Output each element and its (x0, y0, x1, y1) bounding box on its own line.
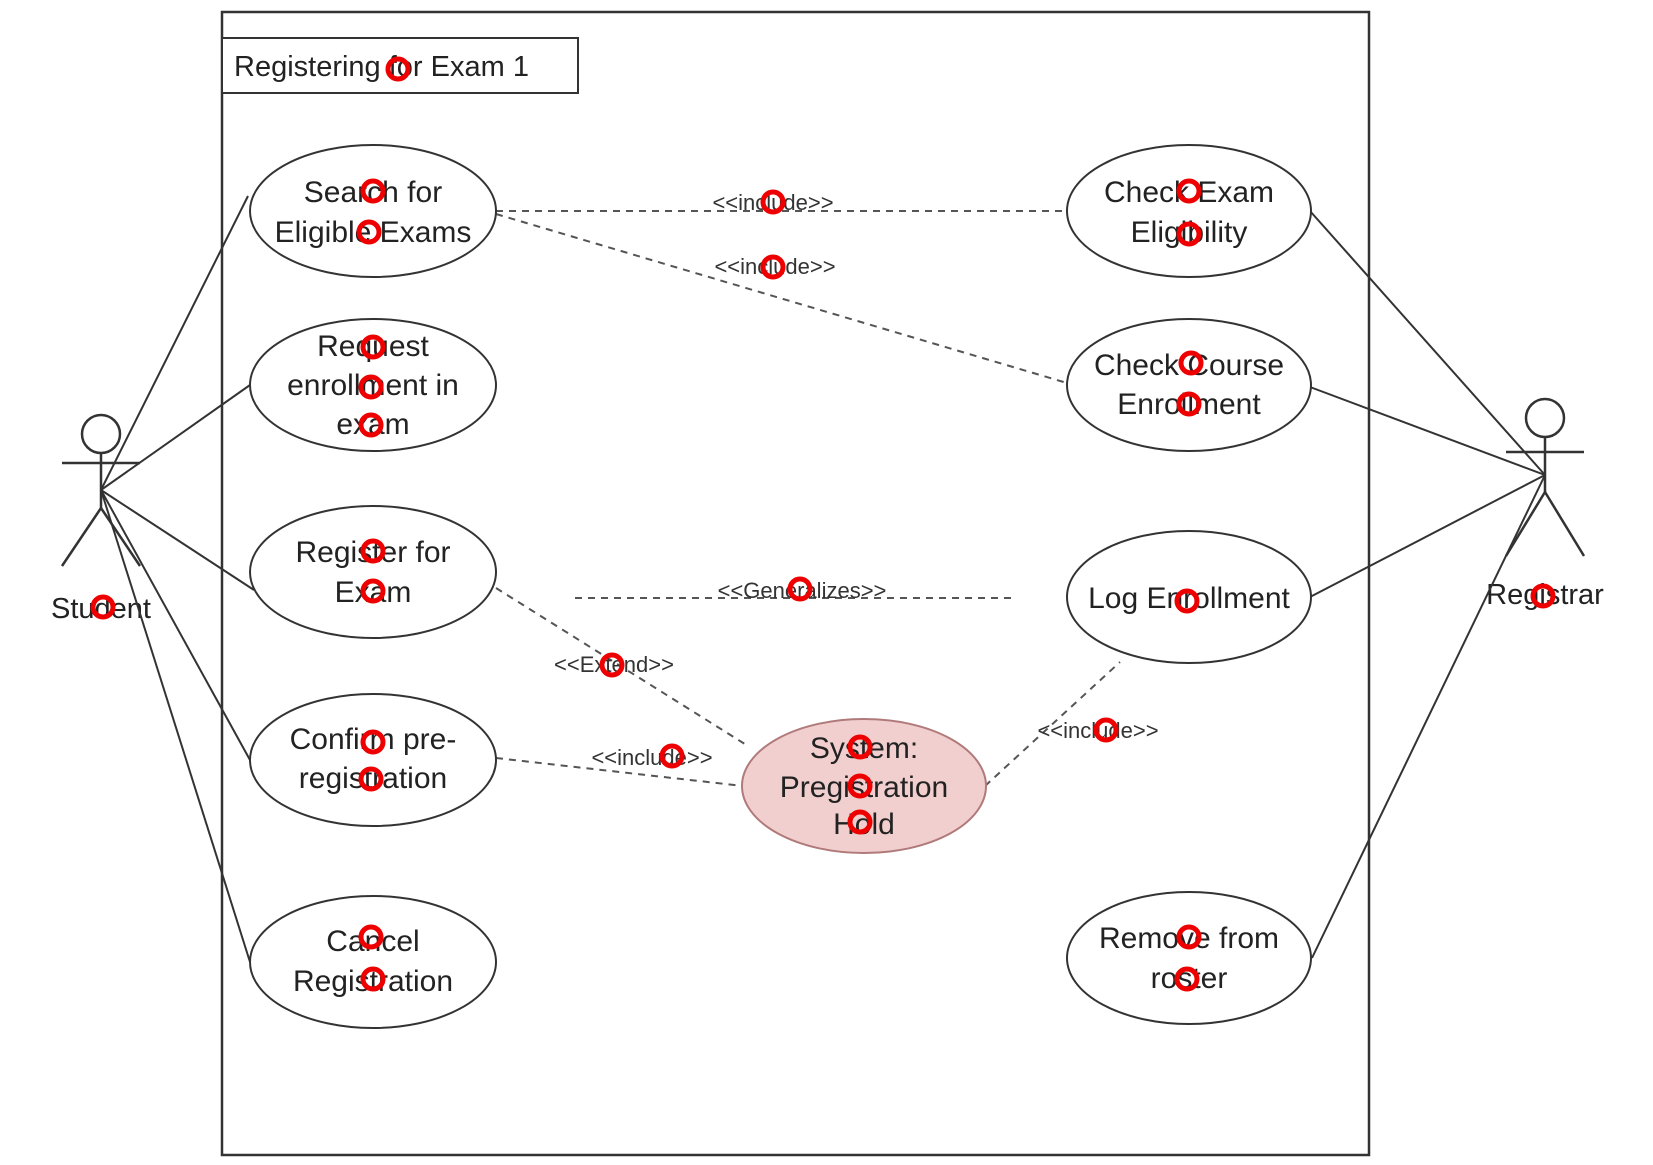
use-case-register: Register for Exam (249, 505, 497, 639)
marker-include-3 (659, 743, 685, 769)
assoc-student-confirm (100, 489, 251, 761)
marker-check-course-2 (1176, 391, 1202, 417)
marker-include-1 (760, 189, 786, 215)
marker-request-1 (360, 334, 386, 360)
marker-confirm-2 (358, 766, 384, 792)
marker-search-1 (360, 178, 386, 204)
use-case-hold-shape (741, 718, 987, 854)
use-case-confirm-shape (249, 693, 497, 827)
dependency-lines (495, 210, 1121, 787)
use-case-cancel-shape (249, 895, 497, 1029)
use-case-check-course-shape (1066, 318, 1312, 452)
student-head (80, 413, 122, 455)
marker-extend (599, 652, 625, 678)
use-case-confirm: Confirm pre- registration (249, 693, 497, 827)
include-label-3: <<include>> (591, 745, 712, 770)
use-case-request: Request enrollment in exam (249, 318, 497, 452)
include-hold-log (984, 661, 1121, 787)
use-case-cancel-line-1: Cancel (326, 925, 419, 958)
marker-cancel-1 (358, 924, 384, 950)
marker-registrar (1530, 583, 1556, 609)
use-case-cancel: Cancel Registration (249, 895, 497, 1029)
marker-search-2 (356, 219, 382, 245)
marker-check-exam-1 (1176, 178, 1202, 204)
student-right-leg (99, 507, 142, 567)
registrar-head (1524, 397, 1566, 439)
use-case-log-shape (1066, 530, 1312, 664)
marker-register-1 (360, 538, 386, 564)
use-case-register-shape (249, 505, 497, 639)
marker-request-3 (358, 412, 384, 438)
marker-remove-1 (1176, 924, 1202, 950)
use-case-search: Search for Eligible Exams (249, 144, 497, 278)
marker-hold-1 (847, 734, 873, 760)
assoc-student-cancel (100, 489, 251, 963)
assoc-registrar-log (1309, 474, 1546, 598)
annotation-markers (90, 56, 1556, 992)
assoc-student-search (100, 195, 249, 491)
registrar-actor (1504, 397, 1586, 557)
include-search-check-course (495, 213, 1068, 384)
marker-include-2 (760, 254, 786, 280)
student-associations (100, 195, 255, 963)
marker-hold-2 (847, 773, 873, 799)
assoc-student-register (100, 489, 255, 591)
use-case-remove: Remove from roster (1066, 891, 1312, 1025)
use-case-request-shape (249, 318, 497, 452)
use-case-remove-shape (1066, 891, 1312, 1025)
marker-include-4 (1093, 717, 1119, 743)
marker-register-2 (360, 578, 386, 604)
use-case-check-exam-shape (1066, 144, 1312, 278)
use-case-search-shape (249, 144, 497, 278)
registrar-associations (1309, 210, 1546, 959)
student-left-leg (60, 507, 103, 567)
marker-hold-3 (847, 809, 873, 835)
assoc-registrar-check-exam (1309, 210, 1546, 476)
registrar-right-leg (1543, 491, 1586, 557)
use-case-check-course: Check Course Enrollment (1066, 318, 1312, 452)
registrar-left-leg (1504, 491, 1547, 557)
system-boundary (220, 10, 1371, 1157)
marker-student (90, 594, 116, 620)
marker-generalizes (787, 576, 813, 602)
marker-confirm-1 (360, 729, 386, 755)
marker-request-2 (358, 374, 384, 400)
use-case-log: Log Enrollment (1066, 530, 1312, 664)
marker-log (1174, 588, 1200, 614)
boundary-title: Registering for Exam 1 (234, 51, 529, 83)
use-case-check-exam: Check Exam Eligibility (1066, 144, 1312, 278)
marker-title (385, 56, 411, 82)
boundary-title-box (221, 37, 579, 94)
assoc-registrar-check-course (1309, 386, 1546, 476)
student-actor (60, 413, 142, 567)
marker-cancel-2 (360, 966, 386, 992)
assoc-registrar-remove (1311, 474, 1546, 959)
include-confirm-hold (495, 757, 744, 787)
marker-remove-2 (1174, 966, 1200, 992)
marker-check-exam-2 (1176, 221, 1202, 247)
assoc-student-request (100, 384, 251, 491)
marker-check-course-1 (1178, 350, 1204, 376)
